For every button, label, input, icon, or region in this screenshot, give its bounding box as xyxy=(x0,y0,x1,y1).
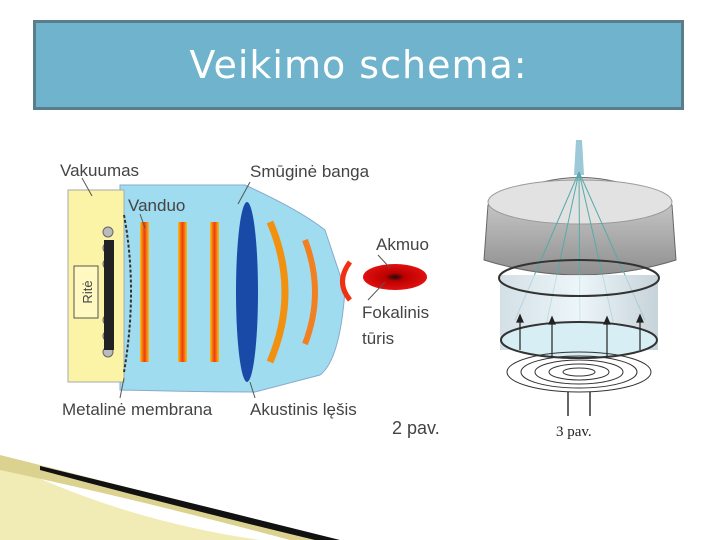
supports xyxy=(567,392,591,416)
wave-bar-1 xyxy=(140,222,149,362)
water-chamber xyxy=(119,184,346,393)
label-lens: Akustinis lęšis xyxy=(250,400,357,419)
figure-3: 3 pav. xyxy=(480,138,680,440)
acoustic-lens xyxy=(236,202,258,382)
label-water: Vanduo xyxy=(128,196,185,215)
focus-needle xyxy=(574,140,584,175)
figure-2: Ritė Vakuumas Vandu xyxy=(60,161,440,438)
coil-label: Ritė xyxy=(80,280,95,303)
wave-arc-2 xyxy=(302,238,318,346)
cylinder-rim-top xyxy=(498,259,660,297)
label-membrane: Metalinė membrana xyxy=(62,400,213,419)
decorative-swoosh xyxy=(0,455,340,540)
coil-spiral xyxy=(506,351,652,393)
wave-bar-2 xyxy=(178,222,187,362)
wave-arc-1 xyxy=(266,220,289,364)
stone xyxy=(363,264,427,290)
coil-core xyxy=(104,240,114,350)
label-shock-wave: Smūginė banga xyxy=(250,162,370,181)
dome-top xyxy=(487,179,673,225)
label-vacuum: Vakuumas xyxy=(60,161,139,180)
metal-membrane xyxy=(123,214,132,373)
slide-title: Veikimo schema: xyxy=(189,43,528,87)
label-stone: Akmuo xyxy=(376,235,429,254)
coil-box xyxy=(73,265,99,319)
cylinder-rim-bottom xyxy=(500,321,658,359)
caption-figure-3: 3 pav. xyxy=(556,424,592,440)
pointer-lines xyxy=(81,177,391,399)
caption-figure-2: 2 pav. xyxy=(392,418,440,438)
label-focal-1: Fokalinis xyxy=(362,303,429,322)
label-focal-2: tūris xyxy=(362,329,394,348)
up-arrows xyxy=(516,313,644,358)
wave-arc-3 xyxy=(340,260,353,302)
wave-bar-3 xyxy=(210,222,219,362)
title-box: Veikimo schema: xyxy=(33,20,684,110)
